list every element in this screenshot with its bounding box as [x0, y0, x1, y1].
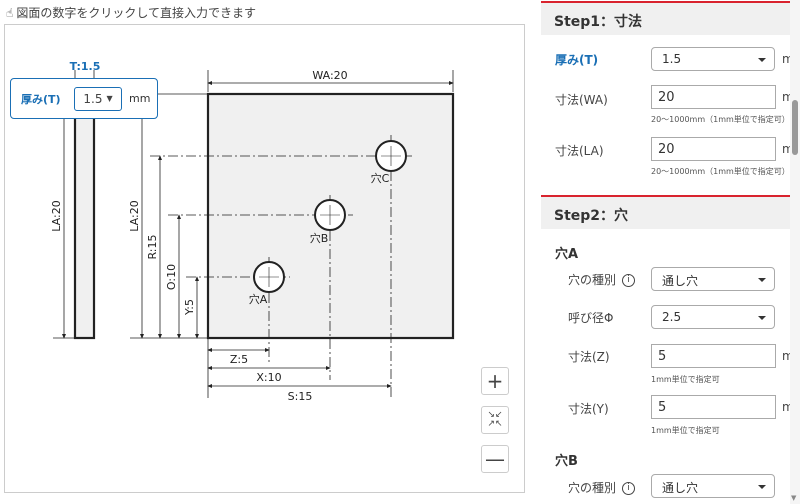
type-label-text: 穴の種別 [568, 481, 617, 495]
caret-down-icon [758, 58, 766, 62]
caret-down-icon [758, 278, 766, 282]
r-dimension[interactable]: R:15 [146, 234, 159, 259]
la-dimension[interactable]: LA:20 [128, 200, 141, 231]
plus-icon: + [486, 369, 504, 393]
wa-dimension[interactable]: WA:20 [312, 69, 347, 82]
hole-a-y-label: 寸法(Y) [568, 402, 609, 416]
thickness-label: 厚み(T) [555, 53, 599, 67]
type-label-text: 穴の種別 [568, 273, 617, 287]
hole-b-type-label: 穴の種別 i [568, 479, 636, 496]
side-view-plate [73, 92, 96, 340]
z-dimension[interactable]: Z:5 [230, 353, 248, 366]
step1-header: Step1：寸法 [541, 1, 790, 35]
caret-down-icon: ▼ [106, 94, 113, 103]
hole-a-type-select[interactable]: 通し穴 [651, 267, 775, 291]
hole-a-dia-select[interactable]: 2.5 [651, 305, 775, 329]
scrollbar[interactable]: ▼ [790, 0, 800, 504]
fit-view-button[interactable]: ↘↙↗↖ [481, 406, 509, 434]
info-icon[interactable]: i [622, 482, 636, 495]
wa-label: 寸法(WA) [555, 93, 608, 107]
settings-panel: Step1：寸法 厚み(T) 1.5 m 寸法(WA) 20 m 20～1000… [541, 0, 790, 504]
hole-a-title: 穴A [555, 247, 579, 262]
hole-b-label: 穴B [310, 231, 329, 245]
la-input[interactable]: 20 [651, 137, 776, 161]
popup-label: 厚み(T) [21, 92, 61, 106]
la-label: 寸法(LA) [555, 144, 604, 158]
hole-a-z-input[interactable]: 5 [651, 344, 776, 368]
zoom-in-button[interactable]: + [481, 367, 509, 395]
o-dimension[interactable]: O:10 [165, 264, 178, 290]
unit: m [782, 142, 790, 156]
scrollbar-thumb[interactable] [792, 100, 798, 155]
technical-drawing: T:1.5 WA:20 LA:20 LA:20 R:15 O:10 Y:5 Z:… [50, 60, 455, 403]
wa-input[interactable]: 20 [651, 85, 776, 109]
shrink-arrows-icon: ↘↙↗↖ [487, 410, 503, 429]
hole-a-label: 穴A [249, 292, 268, 306]
y-note: 1mm単位で指定可 [651, 426, 720, 435]
thickness-value: 1.5 [662, 52, 682, 66]
dia-value: 2.5 [662, 310, 682, 324]
s-dimension[interactable]: S:15 [288, 390, 313, 403]
t-dimension[interactable]: T:1.5 [70, 60, 101, 73]
popup-unit: mm [129, 92, 151, 105]
hint: ☝図面の数字をクリックして直接入力できます [6, 5, 256, 21]
popup-thickness-select[interactable]: 1.5▼ [74, 86, 122, 111]
y-dimension[interactable]: Y:5 [183, 299, 196, 316]
wa-note: 20～1000mm（1mm単位で指定可） [651, 115, 790, 124]
unit: m [782, 349, 790, 363]
thickness-select[interactable]: 1.5 [651, 47, 775, 71]
step2-header: Step2：穴 [541, 195, 790, 229]
minus-icon: — [485, 447, 505, 471]
type-value: 通し穴 [662, 274, 699, 288]
caret-down-icon [758, 316, 766, 320]
scroll-down-arrow-icon[interactable]: ▼ [791, 494, 797, 502]
hole-b-type-select[interactable]: 通し穴 [651, 474, 775, 498]
popup-value: 1.5 [83, 91, 103, 106]
hole-b-title: 穴B [555, 454, 578, 469]
hand-pointer-icon: ☝ [6, 5, 14, 20]
hole-a-dia-label: 呼び径Φ [568, 311, 614, 325]
z-note: 1mm単位で指定可 [651, 375, 720, 384]
unit: m [782, 400, 790, 414]
la-note: 20～1000mm（1mm単位で指定可） [651, 167, 790, 176]
zoom-out-button[interactable]: — [481, 445, 509, 473]
type-value: 通し穴 [662, 481, 699, 495]
hole-a-type-label: 穴の種別 i [568, 271, 636, 288]
unit: m [782, 52, 790, 66]
la-side-dimension[interactable]: LA:20 [50, 200, 63, 231]
thickness-popup: 厚み(T) 1.5▼ mm [10, 78, 158, 119]
x-dimension[interactable]: X:10 [256, 371, 281, 384]
hole-c-label: 穴C [371, 171, 390, 185]
hole-a-z-label: 寸法(Z) [568, 350, 610, 364]
info-icon[interactable]: i [622, 274, 636, 287]
caret-down-icon [758, 485, 766, 489]
unit: m [782, 90, 790, 104]
hole-a-y-input[interactable]: 5 [651, 395, 776, 419]
